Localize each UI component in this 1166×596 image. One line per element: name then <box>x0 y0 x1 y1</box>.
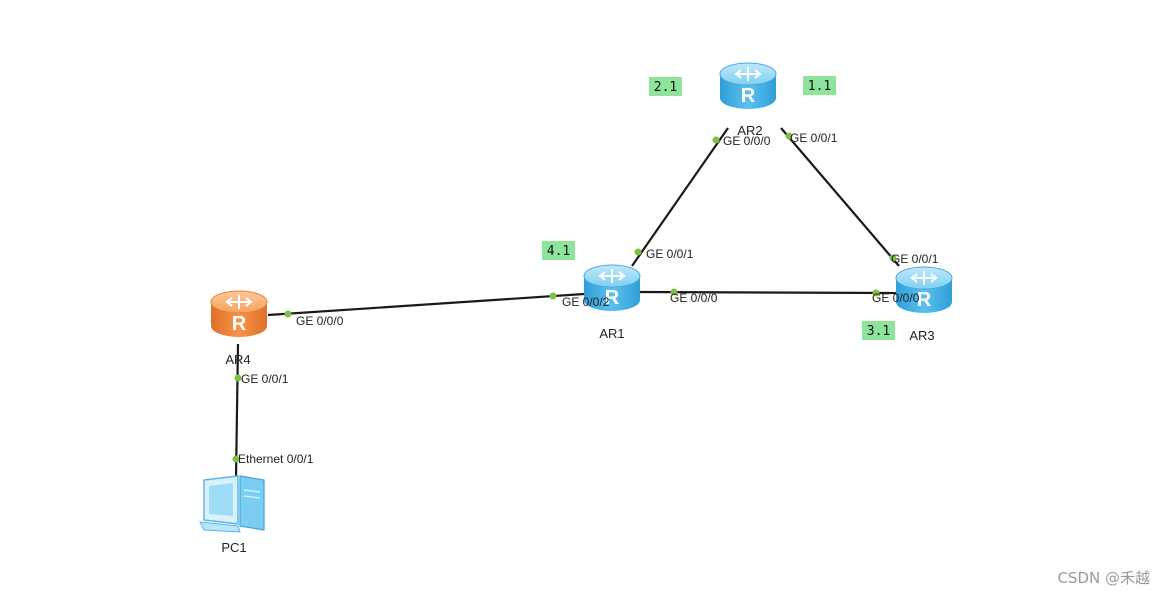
port-label-ar4-ge000: GE 0/0/0 <box>296 314 344 328</box>
port-label-ar1-ge002: GE 0/0/2 <box>562 295 610 309</box>
svg-text:R: R <box>741 85 756 107</box>
port-dot[interactable] <box>232 455 240 463</box>
router-ar1-icon[interactable]: R <box>583 264 641 311</box>
port-label-ar2-ge001: GE 0/0/1 <box>790 131 838 145</box>
port-labels: GE 0/0/0 GE 0/0/1 GE 0/0/1 GE 0/0/1 GE 0… <box>238 131 939 466</box>
watermark: CSDN @禾越 <box>1057 569 1150 587</box>
link-ar1-ar2[interactable] <box>631 127 729 267</box>
device-name-ar1: AR1 <box>599 326 624 341</box>
port-dot[interactable] <box>670 288 678 296</box>
link-ar2-ar3[interactable] <box>780 127 900 267</box>
svg-text:1.1: 1.1 <box>808 79 831 94</box>
address-tag-ar2-right[interactable]: 1.1 <box>803 76 836 95</box>
port-dot[interactable] <box>889 254 897 262</box>
port-dot[interactable] <box>284 310 292 318</box>
port-label-ar1-ge001: GE 0/0/1 <box>646 247 694 261</box>
port-dot[interactable] <box>234 374 242 382</box>
port-dot[interactable] <box>712 136 720 144</box>
port-label-ar3-ge000: GE 0/0/0 <box>872 291 920 305</box>
svg-text:R: R <box>917 289 932 311</box>
router-ar2-icon[interactable]: R <box>719 62 777 109</box>
svg-text:4.1: 4.1 <box>547 244 570 259</box>
link-ar4-ar1[interactable] <box>267 292 585 317</box>
device-names: AR2 AR1 AR3 AR4 PC1 <box>221 123 934 555</box>
port-label-ar3-ge001: GE 0/0/1 <box>891 252 939 266</box>
port-label-ar1-ge000: GE 0/0/0 <box>670 291 718 305</box>
device-name-pc1: PC1 <box>221 540 246 555</box>
address-tag-ar2-left[interactable]: 2.1 <box>649 77 682 96</box>
port-dots <box>232 132 897 463</box>
device-name-ar3: AR3 <box>909 328 934 343</box>
router-ar3-icon[interactable]: R <box>895 266 953 313</box>
port-dot[interactable] <box>634 248 642 256</box>
svg-text:R: R <box>605 287 620 309</box>
device-name-ar2: AR2 <box>737 123 762 138</box>
router-ar4-icon[interactable]: R <box>210 290 268 337</box>
address-tag-ar1[interactable]: 4.1 <box>542 241 575 260</box>
port-dot[interactable] <box>549 292 557 300</box>
links-layer <box>234 127 900 479</box>
svg-text:2.1: 2.1 <box>654 80 677 95</box>
address-tags: 2.1 1.1 4.1 3.1 <box>542 76 895 340</box>
port-dot[interactable] <box>872 289 880 297</box>
port-label-pc1-eth001: Ethernet 0/0/1 <box>238 452 314 466</box>
svg-text:R: R <box>232 313 247 335</box>
address-tag-ar3[interactable]: 3.1 <box>862 321 895 340</box>
link-ar1-ar3[interactable] <box>639 290 897 295</box>
pc1-computer-icon[interactable] <box>199 475 265 533</box>
port-dot[interactable] <box>785 132 793 140</box>
port-label-ar2-ge000: GE 0/0/0 <box>723 134 771 148</box>
device-name-ar4: AR4 <box>225 352 250 367</box>
svg-text:3.1: 3.1 <box>867 324 890 339</box>
port-label-ar4-ge001: GE 0/0/1 <box>241 372 289 386</box>
